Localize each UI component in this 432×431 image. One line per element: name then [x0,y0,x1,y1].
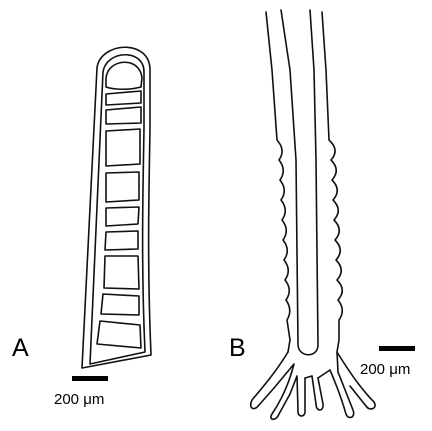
thallus-b-right-outer-wall [322,12,342,352]
rhizoid-left-branch [251,352,288,409]
rhizoid-center-right-branch [305,376,323,410]
filament-a-inner-wall [90,55,145,364]
panel-a-filament [82,47,151,368]
thallus-b-central-canal [281,10,318,355]
rhizoid-right-inner-branch [318,370,354,417]
panel-label-b: B [229,334,246,362]
cell-a-3 [106,107,141,124]
cell-a-10 [97,321,141,348]
panel-b-thallus [251,10,375,419]
cell-a-9 [101,294,139,315]
cell-a-4 [106,129,140,166]
cell-a-1 [106,62,142,89]
panel-label-a: A [12,334,29,362]
scale-bar-b [379,346,415,351]
scale-bar-a-label: 200 μm [54,391,104,408]
scale-bar-b-label: 200 μm [360,361,410,378]
cell-a-2 [106,91,141,105]
cell-a-5 [106,172,139,202]
thallus-b-left-outer-wall [266,12,290,352]
scale-bar-a [72,376,108,381]
cell-a-7 [105,231,138,250]
cell-a-6 [106,207,139,226]
cell-a-8 [104,256,139,289]
rhizoid-center-left-branch [290,376,305,416]
